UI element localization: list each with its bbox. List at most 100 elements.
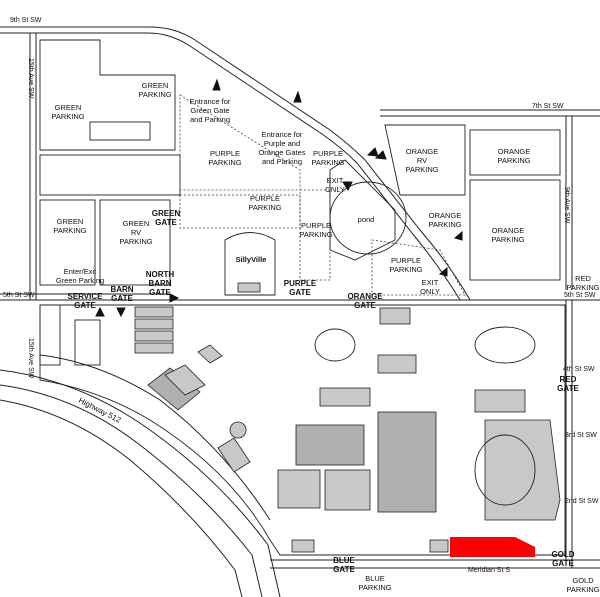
roads [0, 26, 600, 597]
oval-east [474, 326, 536, 364]
label-second-st: 2nd St SW [565, 498, 599, 505]
arrow-exit-only [342, 181, 353, 192]
label-ninth-ave: 9th Ave SW [563, 187, 570, 224]
arena-track [474, 434, 536, 506]
blue-gate-bldg [291, 539, 315, 553]
arrow-barn [116, 307, 126, 318]
label-fifth-st-right: 5th St SW [564, 292, 596, 299]
arrow-entrance-green [212, 78, 221, 91]
purple-center-dash [179, 194, 301, 229]
pond-label: pond [358, 215, 375, 224]
barn-1 [134, 306, 174, 318]
showplex [377, 411, 437, 513]
buildings [134, 232, 561, 557]
bldg-mid [377, 354, 417, 374]
bldg-lower-left [277, 469, 321, 509]
ninth-st-road-inner [0, 32, 461, 301]
label-fourth-st: 4th St SW [563, 366, 595, 373]
highway-border [39, 354, 271, 521]
arrows [95, 78, 463, 318]
arrow-exit-top-2 [374, 150, 387, 160]
exhibit-hall-sw [147, 367, 201, 411]
arrow-orange-mid [453, 230, 463, 241]
barn-4 [134, 342, 174, 354]
grandstand [484, 419, 561, 521]
parking-outlines [39, 39, 561, 296]
green-parking-left [39, 199, 96, 286]
arrow-exit-top-1 [366, 147, 379, 157]
service-bldg [39, 304, 61, 366]
arrow-entrance-purple [293, 90, 302, 103]
label-meridian: Meridian St S [468, 567, 510, 574]
green-rv-area [99, 199, 171, 286]
sillyville-area [224, 232, 276, 296]
sillyville-label: SillyVille [236, 255, 267, 264]
small-bldg-1 [197, 344, 223, 364]
label-seventh-st: 7th St SW [532, 103, 564, 110]
orange-rv-area [384, 124, 466, 196]
pond-island [329, 159, 396, 261]
label-fifth-st-left: 5th St SW [3, 292, 35, 299]
round-bldg [229, 421, 247, 439]
orange-right-top [469, 129, 561, 176]
green-parking-band [39, 154, 181, 196]
bldg-orange-gate [379, 307, 411, 325]
purple-lower-dash [371, 239, 466, 296]
pavilion-center [295, 424, 365, 466]
small-bldg-2 [217, 437, 251, 473]
label-fifteenth-ave-top: 15th Ave SW [27, 58, 34, 99]
barn-3 [134, 330, 174, 342]
label-fifteenth-ave-bottom: 15th Ave SW [27, 338, 34, 379]
gold-gate-bldg [429, 539, 449, 553]
label-third-st: 3rd St SW [565, 432, 597, 439]
bldg-lower-mid [324, 469, 371, 511]
pavilion-top [319, 387, 371, 407]
green-parking-area-top [39, 39, 176, 151]
highway-inner [0, 384, 263, 597]
oval-mid [314, 328, 356, 362]
green-lot-structure [89, 121, 151, 141]
arrow-north-barn [169, 293, 180, 303]
highway-inner-2 [0, 399, 243, 597]
purple-small-dash [299, 189, 331, 281]
label-ninth-st: 9th St SW [10, 17, 42, 24]
fairgrounds-boundary [39, 304, 566, 556]
bldg-east [474, 389, 526, 413]
sillyville-bldg [237, 282, 261, 293]
highway-outer [0, 369, 281, 597]
barn-bldg-left [74, 319, 101, 366]
